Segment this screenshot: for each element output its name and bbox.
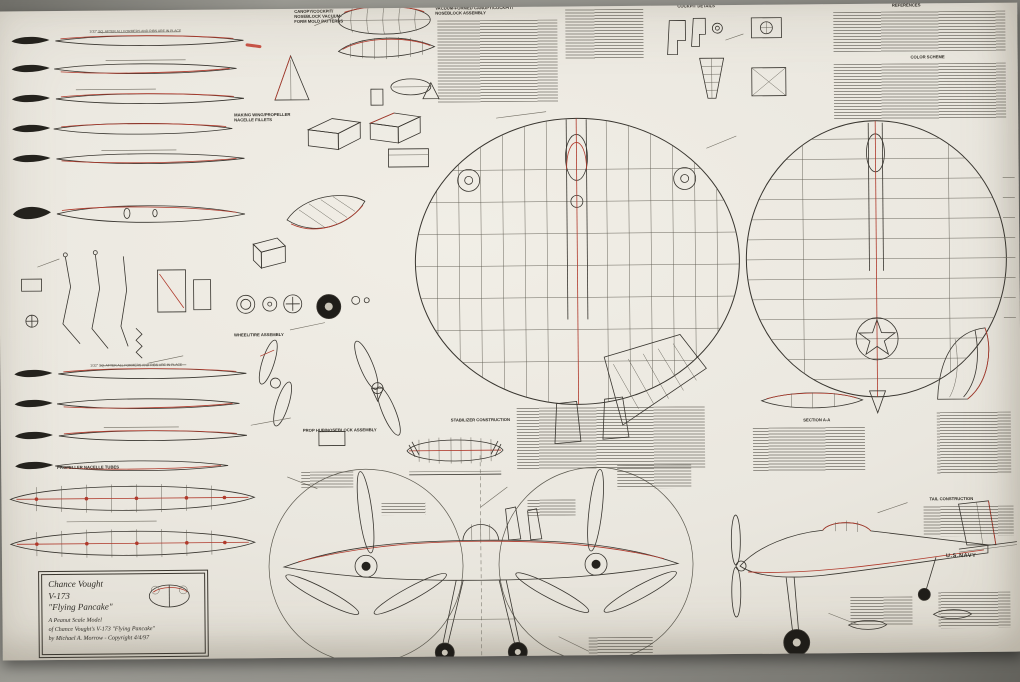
instruction-text-block bbox=[588, 636, 653, 661]
heading-prop-hub: PROP HUB/NOSEBLOCK ASSEMBLY bbox=[302, 427, 377, 433]
landing-gear-wire-patterns bbox=[21, 250, 211, 365]
vertical-tail-drawing bbox=[925, 319, 1014, 408]
heading-vacuum-assembly: VACUUM-FORMED CANOPY/COCKPIT/ NOSEBLOCK … bbox=[435, 4, 514, 16]
title-line3: by Michael A. Morrow - Copyright 4/4/97 bbox=[48, 634, 150, 642]
prop-disc-right bbox=[498, 466, 694, 660]
small-assemblies-drawing bbox=[229, 179, 447, 483]
heading-fillets: MAKING WING/PROPELLER NACELLE FILLETS bbox=[234, 111, 291, 123]
propeller-left bbox=[282, 470, 450, 620]
heading-cockpit-details: COCKPIT DETAILS bbox=[677, 3, 715, 9]
wing-rib-patterns-drawing bbox=[11, 27, 248, 472]
prop-disc-left bbox=[268, 468, 464, 660]
wing-planform-bottom-view bbox=[740, 110, 1018, 417]
title-block: Chance Vought V-173 "Flying Pancake" A P… bbox=[38, 569, 209, 659]
us-navy-marking: U.S.NAVY bbox=[945, 552, 977, 560]
instruction-text-block bbox=[301, 471, 354, 488]
propeller-nacelle-tubes-drawing bbox=[6, 472, 262, 574]
stabilizer-drawing bbox=[399, 424, 512, 483]
instruction-text-block bbox=[437, 19, 558, 103]
fillet-blocks-drawing bbox=[296, 109, 447, 178]
landing-gear-side bbox=[783, 557, 937, 655]
instruction-text-block bbox=[565, 8, 644, 60]
title-line1: A Peanut Scale Model bbox=[48, 617, 102, 625]
instruction-text-block bbox=[752, 426, 866, 472]
section-a-a-drawing bbox=[756, 385, 868, 416]
landing-gear-front bbox=[435, 580, 528, 661]
cockpit-details-drawing bbox=[659, 9, 810, 115]
instruction-text-block bbox=[936, 411, 1012, 475]
title-line2: of Chance Vought's V-173 "Flying Pancake… bbox=[48, 625, 156, 633]
references-text-block bbox=[833, 10, 1006, 53]
nacelle-fillet-drawing bbox=[287, 195, 365, 229]
insignia-circle bbox=[856, 318, 898, 360]
instruction-text-block bbox=[381, 502, 426, 516]
instruction-text-block bbox=[923, 505, 1014, 537]
wheel-tire-drawing bbox=[237, 294, 370, 319]
rib-note-label: 1/32" SQ. AFTER ALL FORMERS AND RIBS ARE… bbox=[90, 362, 183, 368]
heading-wheel-tire: WHEEL/TIRE ASSEMBLY bbox=[233, 331, 284, 338]
heading-nacelle-tubes: PROPELLER NACELLE TUBES bbox=[57, 464, 120, 470]
heading-section-aa: SECTION A-A bbox=[803, 417, 831, 423]
elevator-hatched bbox=[604, 334, 707, 425]
propeller-right bbox=[512, 468, 680, 618]
propeller-side bbox=[731, 515, 746, 617]
heading-color-scheme: COLOR SCHEME bbox=[910, 54, 945, 60]
heading-references: REFERENCES bbox=[891, 2, 921, 8]
canopy-mold-patterns-drawing bbox=[272, 3, 453, 119]
plan-content: 1/32" SQ. AFTER ALL FORMERS AND RIBS ARE… bbox=[0, 3, 1020, 661]
star-insignia-icon bbox=[859, 320, 895, 355]
title-aircraft-sketch bbox=[141, 578, 201, 613]
instruction-text-block bbox=[938, 591, 1011, 629]
heading-tail-construction: TAIL CONSTRUCTION bbox=[929, 495, 974, 502]
wing-planform-top-view bbox=[406, 108, 749, 446]
plan-sheet: 1/32" SQ. AFTER ALL FORMERS AND RIBS ARE… bbox=[0, 2, 1020, 661]
instruction-text-block bbox=[527, 499, 576, 516]
instruction-text-block bbox=[850, 596, 913, 626]
rib-note-label: 1/32" SQ. AFTER ALL FORMERS AND RIBS ARE… bbox=[89, 28, 182, 34]
instruction-text-block bbox=[617, 464, 692, 490]
prop-hub-drawing bbox=[255, 337, 404, 439]
